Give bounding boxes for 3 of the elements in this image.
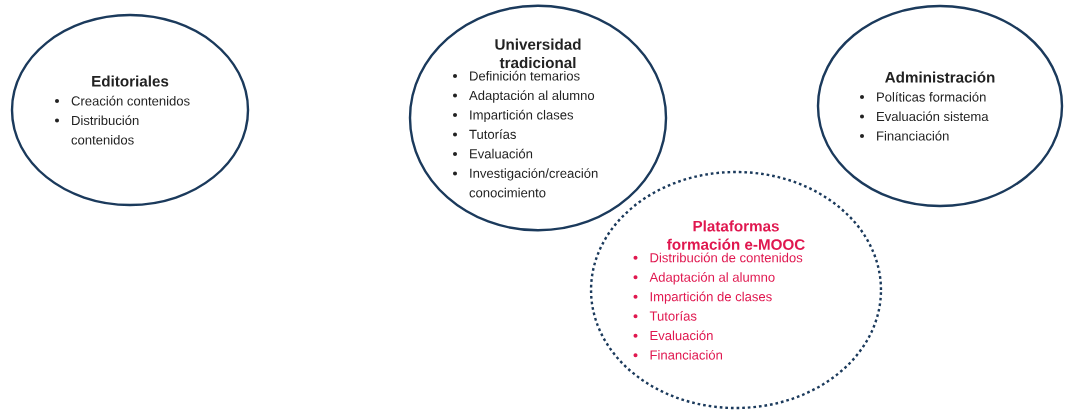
ellipse-node: Editoriales Creación contenidos Distribución contenidos xyxy=(10,13,250,207)
ellipse-node: Administración Políticas formación Evaluación sistema Financiación xyxy=(816,4,1064,208)
ellipse-node: Universidad tradicional Definición temarios Adaptación al alumno Impartición clases Tutorías Evaluación Investigación/creación conocimiento xyxy=(408,4,668,232)
